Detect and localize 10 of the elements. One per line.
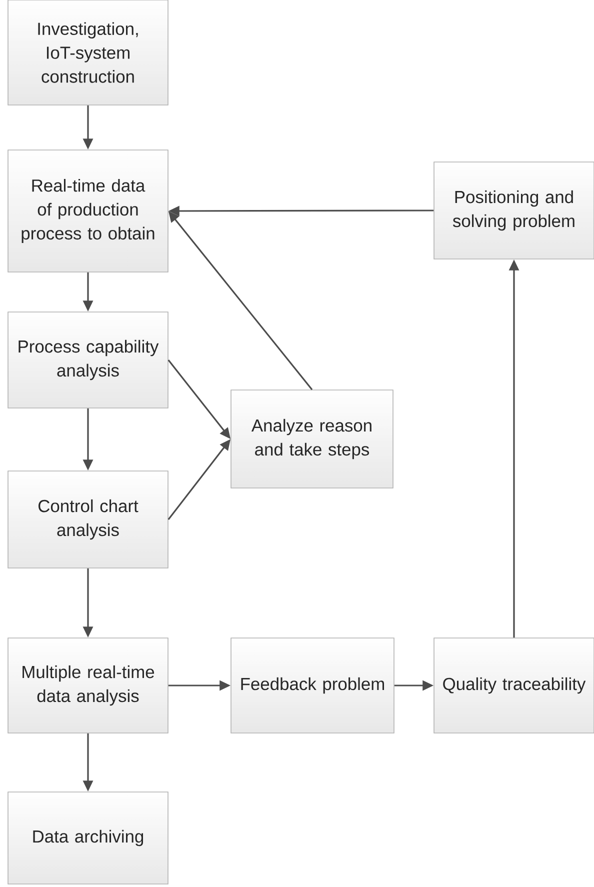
process-box: Quality traceability	[434, 638, 594, 734]
process-box: Control chart analysis	[8, 470, 168, 568]
process-box: Data archiving	[8, 792, 168, 884]
process-box: Positioning and solving problem	[434, 162, 594, 260]
process-box: Multiple real-time data analysis	[8, 638, 168, 734]
process-box: Investigation, IoT-system construction	[8, 0, 168, 106]
process-box: Analyze reason and take steps	[230, 390, 394, 488]
process-box: Process capability analysis	[8, 312, 168, 408]
process-box: Real-time data of production process to obtain	[8, 150, 168, 272]
process-box: Feedback problem	[230, 638, 394, 734]
